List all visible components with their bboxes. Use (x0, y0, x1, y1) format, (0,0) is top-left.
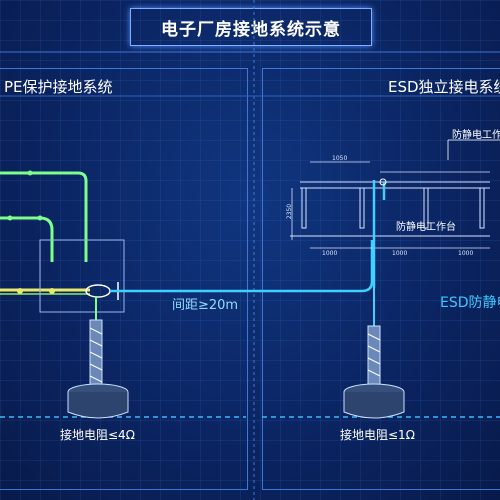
ground-base-right (343, 392, 405, 419)
pe-green-wire-top (0, 171, 88, 262)
dim-text: 2350 (286, 203, 294, 220)
esd-clip (379, 178, 387, 186)
bench-leg (359, 187, 365, 229)
bench-leg (479, 187, 485, 229)
pe-node (7, 215, 13, 221)
ground-rod-right (367, 325, 381, 391)
right-resistance-label: 接地电阻≤1Ω (340, 428, 415, 442)
diagram-title: 电子厂房接地系统示意 (161, 19, 341, 40)
right-panel-frame (262, 68, 500, 490)
dim-text: 1000 (322, 250, 338, 257)
dim-text: 1000 (392, 250, 408, 257)
esd-conductor (372, 180, 386, 288)
pe-node (49, 288, 55, 294)
title-frame: 电子厂房接地系统示意 (130, 8, 372, 46)
workbench-callout: 防静电工作台 (452, 130, 500, 141)
ground-base-left (67, 392, 129, 419)
pe-node (37, 215, 43, 221)
pe-node (17, 288, 23, 294)
rod-thread-left (89, 327, 103, 383)
esd-label: ESD防静电 (440, 295, 500, 311)
left-panel-header: PE保护接地系统 (4, 78, 113, 96)
rod-thread-right (367, 333, 381, 377)
workbench-label: 防静电工作台 (396, 222, 456, 233)
dim-text: 1000 (458, 250, 474, 257)
spacing-conductor (110, 240, 374, 293)
bench-leg (301, 187, 307, 229)
pe-node (27, 170, 33, 176)
bench-leg (423, 187, 429, 229)
dim-text: 1050 (332, 155, 348, 162)
bonding-box (39, 239, 125, 313)
left-resistance-label: 接地电阻≤4Ω (60, 428, 135, 442)
right-panel-header: ESD独立接电系统 (388, 78, 500, 96)
spacing-label: 间距≥20m (172, 298, 239, 313)
left-panel-frame (0, 68, 248, 490)
